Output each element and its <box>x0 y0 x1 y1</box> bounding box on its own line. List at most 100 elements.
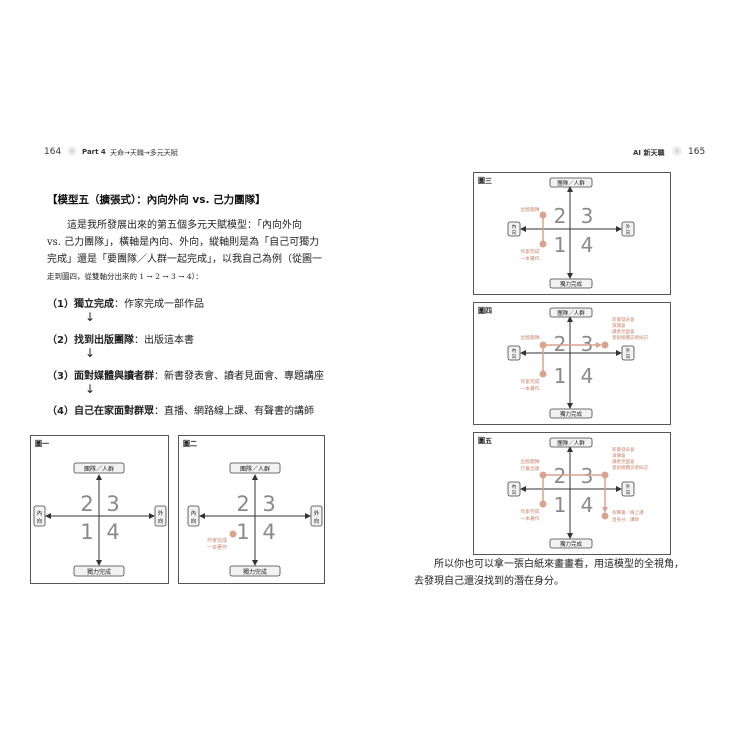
svg-text:團隊／人群: 團隊／人群 <box>557 309 585 317</box>
step-item: （1）獨立完成：作家完成一部作品 <box>47 299 204 310</box>
right-header-title: AI 新天職 <box>633 149 665 157</box>
svg-text:1: 1 <box>554 233 567 257</box>
svg-text:出版團隊: 出版團隊 <box>520 458 539 465</box>
svg-text:3: 3 <box>581 204 594 228</box>
quadrant-2: 2 <box>236 492 249 516</box>
quadrant-1: 1 <box>236 520 249 544</box>
step-item: （3）面對媒體與讀者群：新書發表會、讀者見面會、專題講座 <box>47 371 324 382</box>
svg-text:3: 3 <box>581 332 594 356</box>
svg-text:作家完成: 作家完成 <box>520 378 539 385</box>
svg-text:向: 向 <box>626 229 631 236</box>
svg-text:1: 1 <box>554 364 567 388</box>
quadrant-4: 4 <box>106 520 119 544</box>
left-header-section: Part 4 <box>82 148 106 156</box>
left-page-number: 164 <box>44 147 62 157</box>
svg-text:新書發表會: 新書發表會 <box>612 316 635 323</box>
svg-text:向: 向 <box>512 353 517 360</box>
svg-text:一本著作: 一本著作 <box>520 515 539 522</box>
svg-text:出版團隊: 出版團隊 <box>520 334 539 341</box>
svg-text:意創媒體訪者採訪: 意創媒體訪者採訪 <box>612 464 648 471</box>
figure-label: 圖五 <box>478 437 492 445</box>
svg-text:向: 向 <box>191 517 197 525</box>
svg-text:團隊／人群: 團隊／人群 <box>557 179 585 187</box>
quadrant-2: 2 <box>80 492 93 516</box>
flower-ornament-icon <box>672 146 682 156</box>
quadrant-diagram: 團隊／人群 獨力完成 內 向 外 向 2 3 1 4 <box>33 462 167 577</box>
axis-bottom-label: 獨力完成 <box>87 568 111 576</box>
note-line: 一本著作 <box>207 544 227 551</box>
axis-bottom-label: 獨力完成 <box>243 568 267 576</box>
right-page-number: 165 <box>688 147 706 157</box>
svg-text:內: 內 <box>512 223 517 230</box>
axis-left-label-1: 內 <box>37 509 43 517</box>
down-arrow-icon: ↓ <box>85 382 96 396</box>
quadrant-diagram: 團隊／人群 獨力完成 內 向 外 向 2 3 1 4 作家完成 一本著作 <box>187 462 323 577</box>
position-dot <box>229 530 237 538</box>
svg-text:直身分：講師: 直身分：講師 <box>612 516 639 523</box>
svg-text:讀者見面會: 讀者見面會 <box>612 328 635 335</box>
quadrant-4: 4 <box>262 520 275 544</box>
svg-text:2: 2 <box>554 204 567 228</box>
svg-text:向: 向 <box>626 353 631 360</box>
step-item: （4）自己在家面對群眾：直播、網路線上課、有聲書的講師 <box>47 406 314 417</box>
svg-text:3: 3 <box>581 464 594 488</box>
quadrant-diagram: 團隊／人群 獨力完成 內 向 外 向 2 3 1 4 出版團隊 作家完成 一本著… <box>507 177 635 289</box>
figure-3: 圖三 團隊／人群 獨力完成 內 向 外 向 2 3 1 4 出版團隊 作家完成 … <box>473 172 671 295</box>
svg-text:向: 向 <box>512 229 517 236</box>
svg-text:團隊／人群: 團隊／人群 <box>557 439 585 447</box>
svg-text:作家完成: 作家完成 <box>520 508 539 515</box>
svg-text:演講會: 演講會 <box>612 322 626 329</box>
step-item: （2）找到出版團隊：出版這本書 <box>47 335 194 346</box>
figure-label: 圖三 <box>478 177 492 185</box>
svg-text:向: 向 <box>512 489 517 496</box>
model-paragraph: 這是我所發展出來的第五個多元天賦模型：「內向外向 vs. 己力團隊」，橫軸是內向… <box>47 217 347 285</box>
svg-text:4: 4 <box>581 364 594 388</box>
svg-text:一本著作: 一本著作 <box>520 385 539 392</box>
svg-text:2: 2 <box>554 332 567 356</box>
quadrant-3: 3 <box>106 492 119 516</box>
note-line: 作家完成 <box>207 537 227 544</box>
figure-5: 圖五 團隊／人群 獨力完成 內 向 外 向 2 3 1 4 出版團隊 行書出版 … <box>473 432 671 555</box>
svg-text:讀者見面會: 讀者見面會 <box>612 458 635 465</box>
axis-left-label-2: 向 <box>37 517 43 525</box>
closing-line: 所以你也可以拿一張白紙來畫畫看，用這模型的全視角， <box>434 559 684 570</box>
left-header-subtitle: 天命→天職→多元天賦 <box>110 149 178 157</box>
paragraph-line: 走到圖四，從雙軸分出來的 1 → 2 → 3 → 4）： <box>47 272 203 281</box>
quadrant-diagram: 團隊／人群 獨力完成 內 向 外 向 2 3 1 4 出版團隊 作家完成 一本著… <box>507 307 648 419</box>
axis-top-label: 團隊／人群 <box>240 465 270 473</box>
closing-paragraph: 所以你也可以拿一張白紙來畫畫看，用這模型的全視角， 去發現自己還沒找到的潛在身分… <box>414 556 714 590</box>
svg-text:向: 向 <box>314 517 320 525</box>
svg-text:內: 內 <box>191 509 197 517</box>
figure-4: 圖四 團隊／人群 獨力完成 內 向 外 向 2 3 1 4 出版團隊 作家完成 … <box>473 302 671 425</box>
figure-label: 圖四 <box>478 307 492 315</box>
svg-text:獨力完成: 獨力完成 <box>560 280 583 288</box>
paragraph-line: 這是我所發展出來的第五個多元天賦模型：「內向外向 <box>67 220 302 231</box>
svg-text:有聲書／線上課: 有聲書／線上課 <box>612 509 644 516</box>
svg-text:一本著作: 一本著作 <box>520 255 539 262</box>
quadrant-1: 1 <box>80 520 93 544</box>
svg-text:外: 外 <box>626 347 631 354</box>
paragraph-line: vs. 己力團隊」，橫軸是內向、外向，縱軸則是為「自己可獨力 <box>47 237 320 248</box>
figure-2: 圖二 團隊／人群 獨力完成 內 向 外 向 2 3 1 4 作家完成 一本著作 <box>178 435 325 584</box>
model-title: 【模型五（擴張式）：內向外向 vs. 己力團隊】 <box>47 194 266 206</box>
svg-text:向: 向 <box>626 489 631 496</box>
svg-text:獨力完成: 獨力完成 <box>560 410 583 418</box>
down-arrow-icon: ↓ <box>85 310 96 324</box>
svg-text:2: 2 <box>554 464 567 488</box>
svg-text:4: 4 <box>581 493 594 517</box>
svg-text:獨力完成: 獨力完成 <box>560 540 583 548</box>
paragraph-line: 完成」還是「要團隊／人群一起完成」，以我自己為例（從圖一 <box>47 254 322 265</box>
axis-right-label-2: 向 <box>158 517 164 525</box>
svg-text:4: 4 <box>581 233 594 257</box>
axis-top-label: 團隊／人群 <box>84 465 114 473</box>
quadrant-3: 3 <box>262 492 275 516</box>
figure-label: 圖一 <box>35 440 49 448</box>
svg-text:內: 內 <box>512 347 517 354</box>
figure-label: 圖二 <box>183 440 197 448</box>
svg-text:新書發表會: 新書發表會 <box>612 446 635 453</box>
svg-text:意創媒體訪者採訪: 意創媒體訪者採訪 <box>612 334 648 341</box>
svg-text:內: 內 <box>512 483 517 490</box>
svg-text:行書出版: 行書出版 <box>520 465 539 472</box>
svg-text:作家完成: 作家完成 <box>520 248 539 255</box>
axis-right-label-1: 外 <box>158 509 164 517</box>
